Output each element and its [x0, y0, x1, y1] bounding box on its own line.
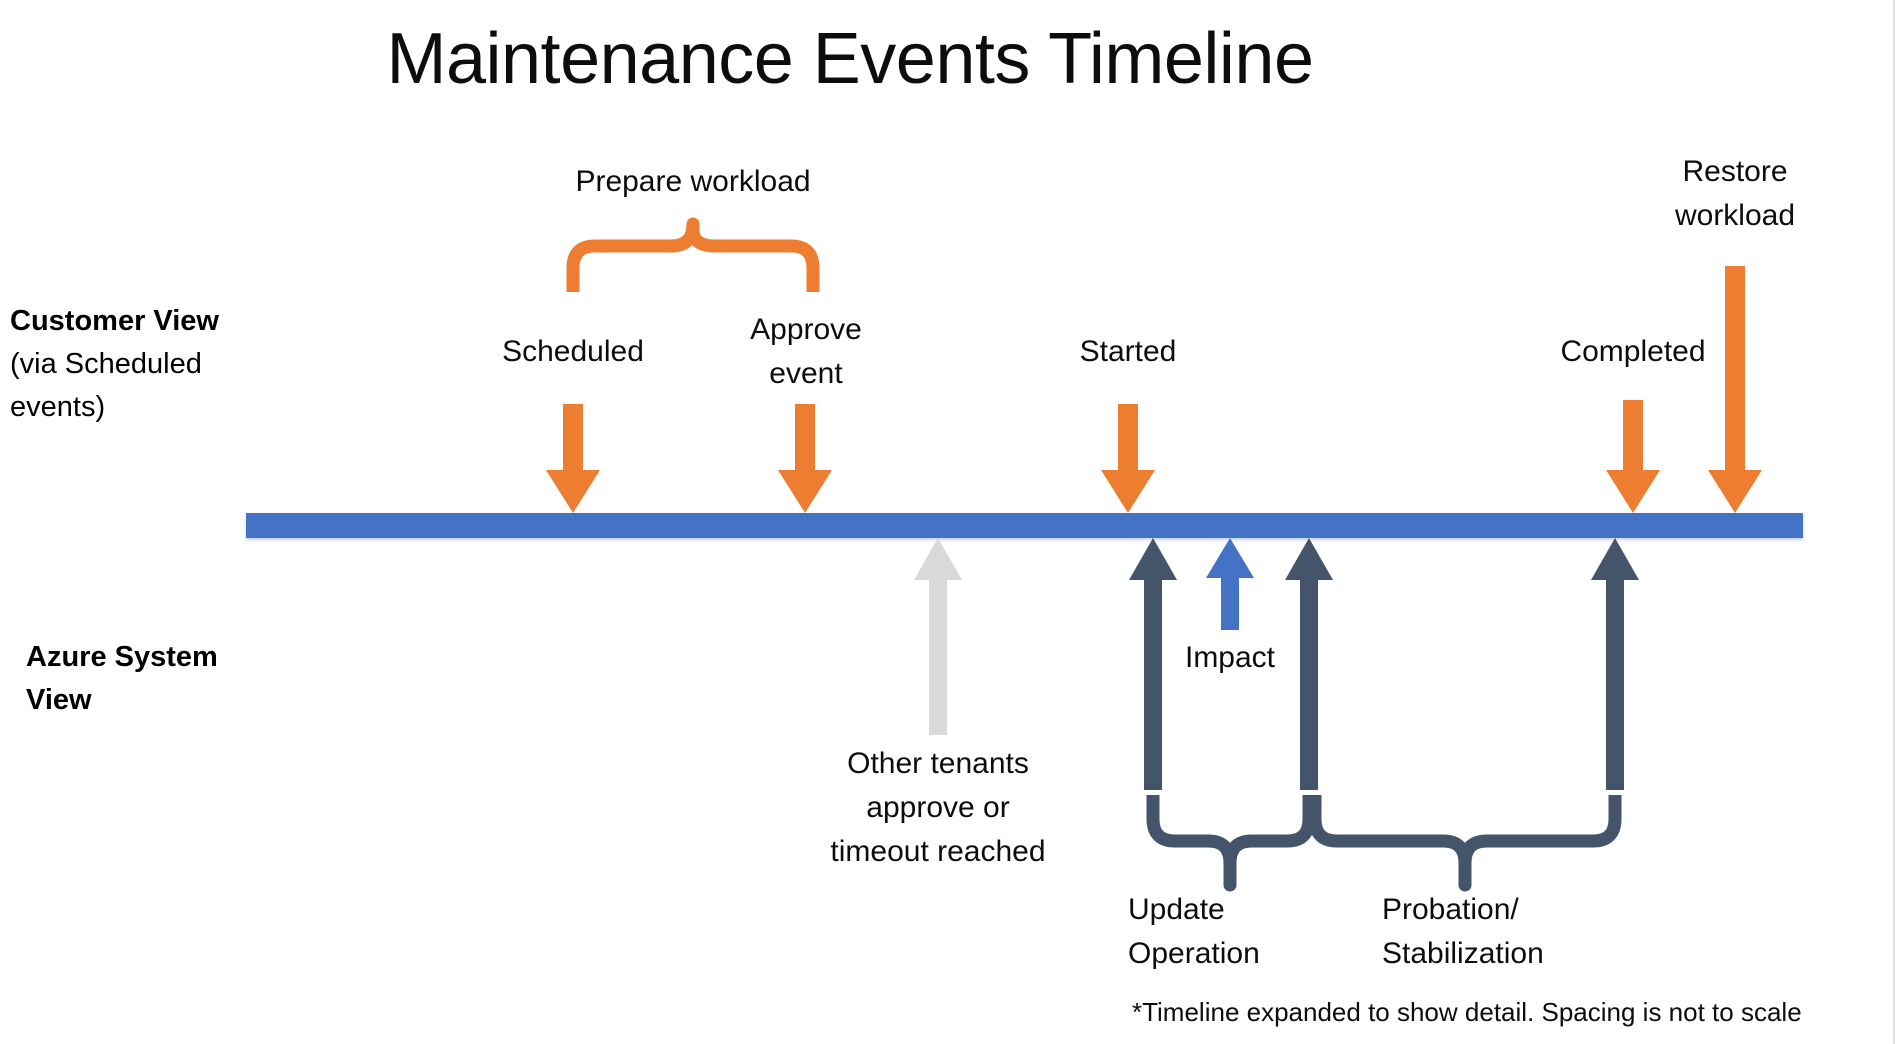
- arrow-started: [1101, 404, 1155, 513]
- approve-event-line1: Approve: [750, 313, 862, 346]
- azure-view-heading-line2: View: [26, 684, 92, 716]
- update-operation-line1: Update: [1128, 893, 1225, 926]
- footnote-text: *Timeline expanded to show detail. Spaci…: [1132, 997, 1802, 1027]
- probation-line2: Stabilization: [1382, 937, 1544, 970]
- brace-probation-stabilization: [1308, 795, 1622, 892]
- brace-label-probation-stabilization: Probation/ Stabilization: [1382, 888, 1642, 976]
- restore-workload-line2: workload: [1674, 199, 1796, 232]
- event-label-approve-event: Approve event: [700, 308, 912, 396]
- event-label-impact: Impact: [1184, 641, 1276, 674]
- customer-view-sub-line1: (via Scheduled: [10, 348, 202, 380]
- approve-event-line2: event: [769, 357, 843, 390]
- probation-line1: Probation/: [1382, 893, 1519, 926]
- arrow-approve-event: [778, 404, 832, 513]
- customer-view-sub-line2: events): [10, 391, 106, 423]
- azure-view-heading-line1: Azure System: [26, 641, 218, 673]
- arrow-completed: [1606, 400, 1660, 513]
- arrow-other-tenants: [914, 538, 962, 735]
- brace-prepare-workload: [566, 217, 820, 292]
- event-label-scheduled: Scheduled: [502, 335, 644, 368]
- arrow-impact: [1206, 538, 1254, 630]
- other-tenants-line3: timeout reached: [830, 835, 1046, 868]
- update-operation-line2: Operation: [1128, 937, 1260, 970]
- row-label-azure-system-view: Azure System View: [26, 636, 286, 722]
- other-tenants-line2: approve or: [866, 791, 1010, 824]
- brace-update-operation: [1146, 795, 1316, 892]
- other-tenants-line1: Other tenants: [847, 747, 1029, 780]
- timeline-bar: [246, 513, 1803, 538]
- brace-label-prepare-workload: Prepare workload: [575, 165, 811, 198]
- event-label-restore-workload: Restore workload: [1627, 150, 1843, 238]
- event-label-started: Started: [1079, 335, 1177, 368]
- customer-view-heading: Customer View: [10, 305, 219, 337]
- page-title: Maintenance Events Timeline: [386, 19, 1315, 99]
- arrow-probation-end: [1591, 538, 1639, 790]
- event-label-completed: Completed: [1560, 335, 1706, 368]
- restore-workload-line1: Restore: [1682, 155, 1788, 188]
- arrow-scheduled: [546, 404, 600, 513]
- row-label-customer-view: Customer View (via Scheduled events): [10, 300, 270, 429]
- event-label-other-tenants: Other tenants approve or timeout reached: [788, 742, 1088, 874]
- brace-label-update-operation: Update Operation: [1128, 888, 1328, 976]
- arrow-restore-workload: [1708, 266, 1762, 513]
